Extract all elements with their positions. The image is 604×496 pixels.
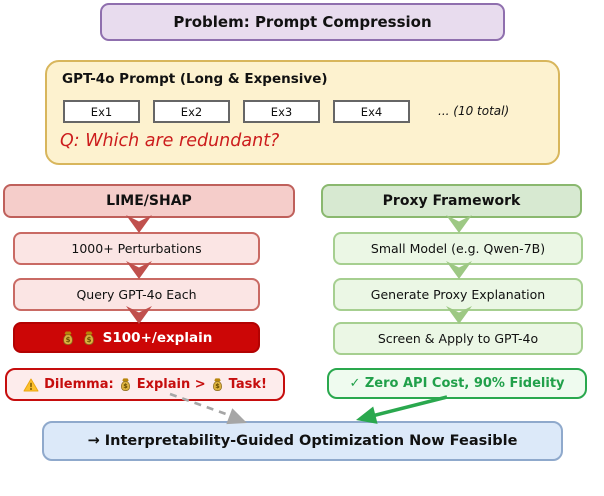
example-row: Ex1 Ex2 Ex3 Ex4 [63,100,410,123]
right-step-label: Generate Proxy Explanation [370,287,546,302]
conclusion-label: → Interpretability-Guided Optimization N… [87,433,518,449]
example-chip-label: Ex2 [180,104,203,119]
moneybag-icon: $ [82,330,96,346]
left-step-perturbations: 1000+ Perturbations [13,232,260,265]
cost-box: $ $ S100+/explain [13,322,260,353]
prompt-panel-heading: GPT-4o Prompt (Long & Expensive) [62,71,328,87]
svg-text:$: $ [123,382,128,390]
right-step-label: Screen & Apply to GPT-4o [377,331,539,346]
moneybag-icon: $ [211,377,224,392]
green-arrow-line [371,395,448,418]
example-chip: Ex1 [63,100,140,123]
proxy-framework-header-label: Proxy Framework [382,193,521,209]
dilemma-explain: Explain > [136,377,206,392]
svg-text:$: $ [86,335,91,343]
lime-shap-header-label: LIME/SHAP [106,193,192,209]
example-chip: Ex2 [153,100,230,123]
svg-text:$: $ [215,382,220,390]
right-step-small-model: Small Model (e.g. Qwen-7B) [333,232,583,265]
examples-more-note: ... (10 total) [438,104,510,118]
example-chip-label: Ex3 [270,104,293,119]
warning-icon [23,378,39,392]
example-chip: Ex3 [243,100,320,123]
right-step-label: Small Model (e.g. Qwen-7B) [370,241,546,256]
right-step-screen-apply: Screen & Apply to GPT-4o [333,322,583,355]
dilemma-task: Task! [228,377,267,392]
moneybag-icon: $ [61,330,75,346]
problem-title-label: Problem: Prompt Compression [173,13,432,31]
dilemma-callout: Dilemma: $ Explain > $ Task! [5,368,285,401]
benefit-label: ✓ Zero API Cost, 90% Fidelity [349,376,565,391]
conclusion-box: → Interpretability-Guided Optimization N… [42,421,563,461]
example-chip-label: Ex4 [360,104,383,119]
left-step-label: Query GPT-4o Each [76,287,197,302]
example-chip-label: Ex1 [90,104,113,119]
lime-shap-header: LIME/SHAP [3,184,295,218]
cost-label: S100+/explain [102,329,213,346]
moneybag-icon: $ [119,377,132,392]
problem-title: Problem: Prompt Compression [100,3,505,41]
redundancy-question: Q: Which are redundant? [60,131,280,151]
dilemma-label: Dilemma: [44,377,114,392]
example-chip: Ex4 [333,100,410,123]
left-step-query: Query GPT-4o Each [13,278,260,311]
left-step-label: 1000+ Perturbations [71,241,202,256]
right-step-generate: Generate Proxy Explanation [333,278,583,311]
svg-text:$: $ [65,335,70,343]
proxy-framework-header: Proxy Framework [321,184,582,218]
benefit-callout: ✓ Zero API Cost, 90% Fidelity [327,368,587,399]
